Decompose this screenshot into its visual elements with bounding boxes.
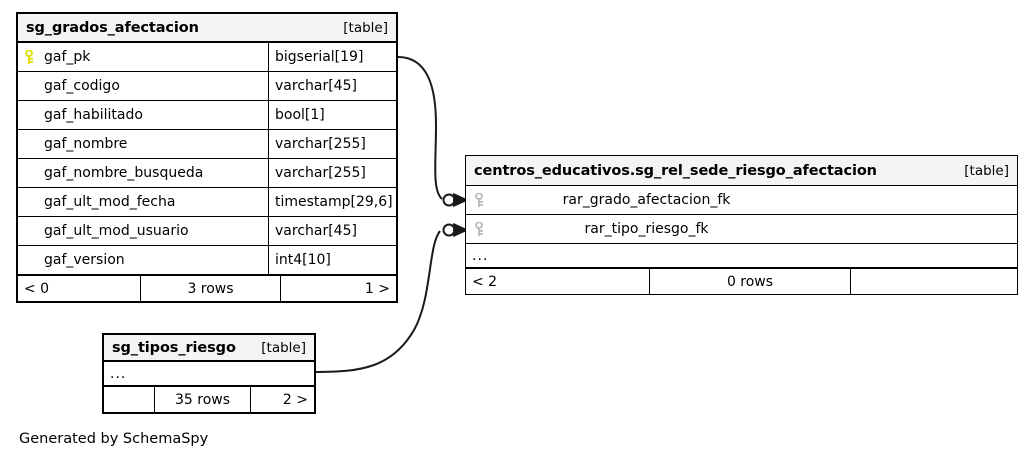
column-name: gaf_version xyxy=(44,252,125,268)
generated-by-label: Generated by SchemaSpy xyxy=(19,431,209,447)
foreign-key-icon xyxy=(474,192,488,208)
cardinality-zero-circle xyxy=(442,193,456,207)
column-name-cell: gaf_codigo xyxy=(18,72,268,100)
table-row[interactable]: rar_tipo_riesgo_fk xyxy=(466,215,1017,244)
relationship-line-grados-to-relacion xyxy=(397,56,467,207)
table-header: sg_grados_afectacion [table] xyxy=(18,14,396,43)
cardinality-zero-circle xyxy=(442,223,456,237)
column-name-cell: gaf_pk xyxy=(18,43,268,71)
column-name: gaf_ult_mod_usuario xyxy=(44,223,189,239)
column-type: varchar[255] xyxy=(275,136,366,152)
column-name-cell: gaf_version xyxy=(18,246,268,274)
table-title: centros_educativos.sg_rel_sede_riesgo_af… xyxy=(474,162,877,179)
table-footer: < 0 3 rows 1 > xyxy=(18,275,396,301)
table-footer: < 2 0 rows xyxy=(466,268,1017,294)
table-type-tag: [table] xyxy=(343,19,388,36)
column-type-cell: timestamp[29,6] xyxy=(268,188,396,216)
column-type: varchar[255] xyxy=(275,165,366,181)
column-type: varchar[45] xyxy=(275,223,357,239)
column-name-cell: gaf_ult_mod_usuario xyxy=(18,217,268,245)
column-name-cell: gaf_nombre_busqueda xyxy=(18,159,268,187)
table-title: sg_grados_afectacion xyxy=(26,19,199,36)
table-title: sg_tipos_riesgo xyxy=(112,339,236,356)
column-type-cell: varchar[255] xyxy=(268,159,396,187)
primary-key-icon xyxy=(24,49,38,65)
column-type-cell: varchar[255] xyxy=(268,130,396,158)
more-columns-indicator: ... xyxy=(466,244,1017,268)
column-type-cell: varchar[45] xyxy=(268,217,396,245)
column-name: rar_grado_afectacion_fk xyxy=(562,192,731,208)
more-columns-indicator: ... xyxy=(104,362,314,386)
table-row[interactable]: gaf_habilitado bool[1] xyxy=(18,101,396,130)
prev-tables-link[interactable]: < 0 xyxy=(24,280,50,297)
table-row[interactable]: gaf_codigo varchar[45] xyxy=(18,72,396,101)
column-type: bigserial[19] xyxy=(275,49,364,65)
column-type-cell: bool[1] xyxy=(268,101,396,129)
table-header: sg_tipos_riesgo [table] xyxy=(104,335,314,362)
table-footer: 35 rows 2 > xyxy=(104,386,314,412)
table-sg-tipos-riesgo[interactable]: sg_tipos_riesgo [table] ... 35 rows 2 > xyxy=(102,333,316,414)
table-row[interactable]: gaf_version int4[10] xyxy=(18,246,396,275)
column-type: int4[10] xyxy=(275,252,331,268)
table-header: centros_educativos.sg_rel_sede_riesgo_af… xyxy=(466,156,1017,186)
table-sg-grados-afectacion[interactable]: sg_grados_afectacion [table] gaf_pk bigs… xyxy=(16,12,398,303)
row-count: 35 rows xyxy=(154,387,250,412)
column-name: gaf_habilitado xyxy=(44,107,143,123)
column-name: gaf_ult_mod_fecha xyxy=(44,194,176,210)
table-type-tag: [table] xyxy=(964,162,1009,179)
table-type-tag: [table] xyxy=(261,339,306,356)
prev-tables-link[interactable]: < 2 xyxy=(472,273,498,290)
row-count: 3 rows xyxy=(140,276,280,301)
column-type-cell: bigserial[19] xyxy=(268,43,396,71)
column-name: gaf_pk xyxy=(44,49,91,65)
table-row[interactable]: gaf_ult_mod_fecha timestamp[29,6] xyxy=(18,188,396,217)
table-sg-rel-sede-riesgo-afectacion[interactable]: centros_educativos.sg_rel_sede_riesgo_af… xyxy=(465,155,1018,295)
table-row[interactable]: gaf_pk bigserial[19] xyxy=(18,43,396,72)
foreign-key-icon xyxy=(474,221,488,237)
table-row[interactable]: gaf_nombre varchar[255] xyxy=(18,130,396,159)
column-name: gaf_nombre xyxy=(44,136,128,152)
column-name-cell: gaf_habilitado xyxy=(18,101,268,129)
table-row[interactable]: gaf_nombre_busqueda varchar[255] xyxy=(18,159,396,188)
next-tables-link[interactable]: 1 > xyxy=(280,276,396,301)
prev-tables-link[interactable] xyxy=(104,387,154,412)
column-name: rar_tipo_riesgo_fk xyxy=(584,221,709,237)
column-name: gaf_nombre_busqueda xyxy=(44,165,204,181)
column-type: timestamp[29,6] xyxy=(275,194,393,210)
table-row[interactable]: rar_grado_afectacion_fk xyxy=(466,186,1017,215)
column-type: bool[1] xyxy=(275,107,325,123)
column-type-cell: varchar[45] xyxy=(268,72,396,100)
column-name-cell: gaf_ult_mod_fecha xyxy=(18,188,268,216)
next-tables-link[interactable] xyxy=(850,269,1017,294)
column-name-cell: gaf_nombre xyxy=(18,130,268,158)
column-type-cell: int4[10] xyxy=(268,246,396,274)
column-type: varchar[45] xyxy=(275,78,357,94)
table-row[interactable]: gaf_ult_mod_usuario varchar[45] xyxy=(18,217,396,246)
next-tables-link[interactable]: 2 > xyxy=(250,387,314,412)
column-name: gaf_codigo xyxy=(44,78,120,94)
row-count: 0 rows xyxy=(649,269,850,294)
